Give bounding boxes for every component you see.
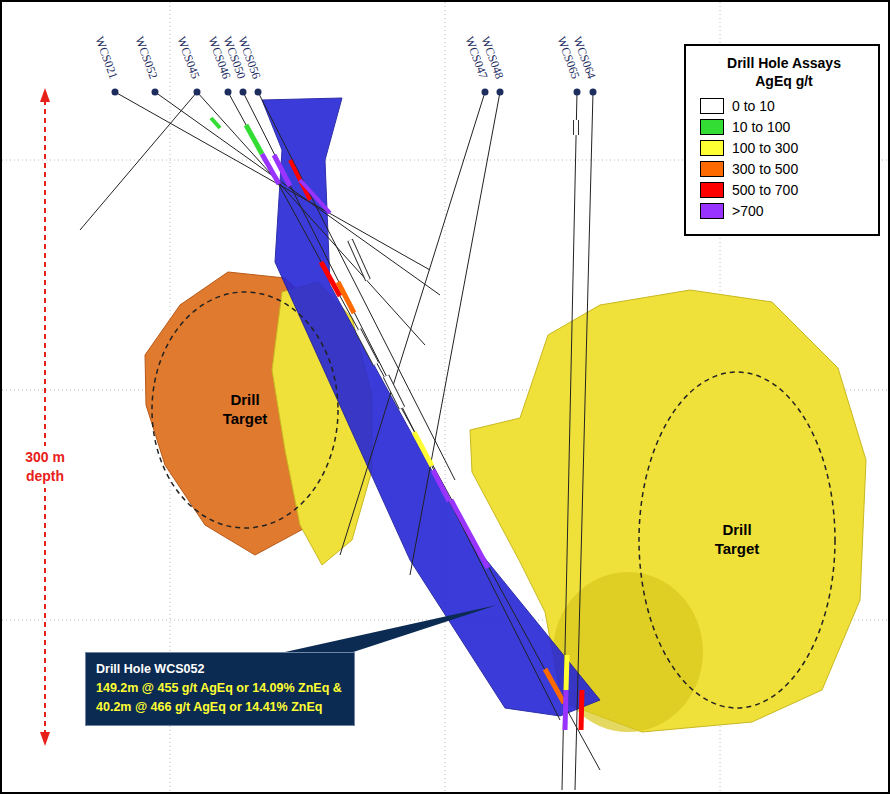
legend-entry: 100 to 300 xyxy=(700,140,868,156)
callout-pointer xyxy=(258,605,497,658)
drill-hole-trace xyxy=(243,92,560,720)
assay-interval xyxy=(414,432,432,466)
collar-dot xyxy=(497,89,504,96)
legend-entry: >700 xyxy=(700,203,868,219)
legend-text: 500 to 700 xyxy=(732,182,798,198)
legend-swatch xyxy=(700,203,724,219)
collar-dot xyxy=(225,89,232,96)
assay-interval xyxy=(566,655,567,690)
drill-hole-trace xyxy=(575,92,593,790)
assay-result: 149.2m @ 455 g/t AgEq or 14.09% ZnEq & xyxy=(96,679,342,698)
drill-target-ellipse: Drill Target xyxy=(637,370,837,710)
assay-interval xyxy=(565,690,566,730)
assay-interval xyxy=(451,500,488,568)
dashed-ellipse xyxy=(639,372,835,708)
collar-dot xyxy=(240,89,247,96)
legend-entry: 500 to 700 xyxy=(700,182,868,198)
result-callout-box: Drill Hole WCS052149.2m @ 455 g/t AgEq o… xyxy=(85,652,355,726)
grid-line xyxy=(445,2,446,792)
assay-interval xyxy=(573,120,579,135)
collar-dot xyxy=(112,89,119,96)
dashed-ellipse xyxy=(152,292,338,528)
legend-text: 10 to 100 xyxy=(732,119,790,135)
drill-hole-trace xyxy=(80,92,197,230)
assay-interval xyxy=(358,330,376,364)
assay-interval xyxy=(581,690,582,730)
collar-dot xyxy=(590,89,597,96)
collar-dot xyxy=(152,89,159,96)
drill-hole-trace xyxy=(258,92,455,480)
assay-interval xyxy=(246,125,262,154)
depth-dimension-line xyxy=(44,100,46,736)
collar-dot xyxy=(482,89,489,96)
drill-hole-trace xyxy=(115,92,430,270)
drill-hole-trace xyxy=(197,92,425,345)
legend-title: Drill Hole Assays AgEq g/t xyxy=(714,54,854,90)
depth-dimension-label: 300 m depth xyxy=(19,446,71,488)
legend-entry: 300 to 500 xyxy=(700,161,868,177)
assay-interval xyxy=(350,240,368,280)
legend-swatch xyxy=(700,182,724,198)
legend-swatch xyxy=(700,161,724,177)
assay-interval xyxy=(433,470,449,501)
assay-interval xyxy=(274,155,290,186)
drill-hole-name: WCS045 xyxy=(174,35,202,81)
legend-swatch xyxy=(700,98,724,114)
assay-interval xyxy=(545,669,564,703)
collar-dot xyxy=(194,89,201,96)
drill-hole-trace xyxy=(410,92,500,575)
assay-interval xyxy=(574,120,578,135)
legend-text: 0 to 10 xyxy=(732,98,775,114)
legend-swatch xyxy=(700,140,724,156)
drill-hole-trace xyxy=(562,92,577,790)
legend-entry: 0 to 10 xyxy=(700,98,868,114)
legend-text: 100 to 300 xyxy=(732,140,798,156)
drill-target-ellipse: Drill Target xyxy=(150,290,340,530)
target-label: Drill Target xyxy=(704,521,770,559)
arrowhead xyxy=(40,732,50,746)
legend-text: >700 xyxy=(732,203,764,219)
assay-interval xyxy=(338,282,354,313)
collar-dot xyxy=(574,89,581,96)
callout-heading: Drill Hole WCS052 xyxy=(96,660,342,679)
drill-hole-name: WCS021 xyxy=(92,35,120,81)
target-label: Drill Target xyxy=(212,391,278,429)
legend-entry: 10 to 100 xyxy=(700,119,868,135)
assay-interval xyxy=(300,180,330,213)
assay-interval xyxy=(358,330,376,364)
assay-interval xyxy=(211,118,220,128)
assay-result: 40.2m @ 466 g/t AgEq or 14.41% ZnEq xyxy=(96,698,342,717)
drill-hole-trace xyxy=(340,92,485,555)
assay-interval xyxy=(350,240,368,280)
legend-box: Drill Hole Assays AgEq g/t 0 to 10 10 to 1… xyxy=(684,44,880,236)
legend-swatch xyxy=(700,119,724,135)
arrowhead xyxy=(40,88,50,102)
legend-text: 300 to 500 xyxy=(732,161,798,177)
assay-interval xyxy=(386,376,402,408)
drill-hole-trace xyxy=(155,92,440,295)
assay-interval xyxy=(321,262,340,296)
collar-dot xyxy=(255,89,262,96)
drill-hole-name: WCS052 xyxy=(132,35,160,81)
assay-interval xyxy=(386,376,402,408)
